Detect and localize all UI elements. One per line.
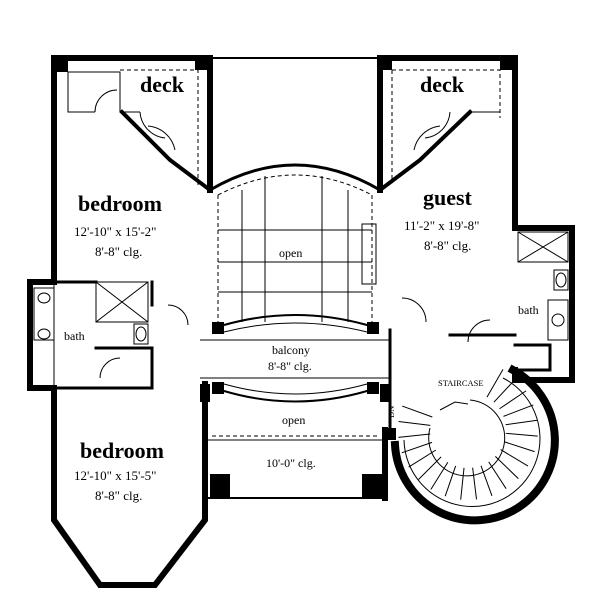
stair-tread xyxy=(499,390,527,410)
stair-tag: DN xyxy=(386,406,396,418)
stair-tread xyxy=(494,456,519,479)
deck-right-label: deck xyxy=(420,72,465,97)
bedroom-upper-size: 12'-10" x 15'-2" xyxy=(74,224,156,239)
bedroom-upper-label: bedroom xyxy=(78,191,162,216)
stair-tread xyxy=(472,467,478,500)
deck-outlines xyxy=(67,69,501,185)
stair-tread xyxy=(460,467,465,500)
balcony-label: balcony xyxy=(272,343,310,357)
stair-tread xyxy=(401,441,433,454)
open-lower-label: open xyxy=(282,413,305,427)
stair-tread xyxy=(505,419,538,426)
balcony-ceiling: 8'-8" clg. xyxy=(268,359,312,373)
stair-tread xyxy=(480,465,493,496)
door-swings xyxy=(94,89,491,379)
wall-blocks xyxy=(54,58,515,498)
guest-label: guest xyxy=(423,185,473,210)
stair-tread xyxy=(488,461,507,489)
right-bath-fixtures xyxy=(513,231,569,372)
stair-tread xyxy=(408,449,437,468)
spiral-staircase xyxy=(388,328,559,525)
deck-left-label: deck xyxy=(140,72,185,97)
stair-tread xyxy=(486,369,504,398)
stair-tread xyxy=(503,404,534,417)
bedroom-upper-ceiling: 8'-8" clg. xyxy=(95,244,142,259)
stair-tread xyxy=(398,433,431,438)
stair-tread xyxy=(444,465,457,497)
angled-walls xyxy=(119,109,500,193)
stair-tread xyxy=(398,420,431,426)
guest-ceiling: 8'-8" clg. xyxy=(424,238,471,253)
stair-tread xyxy=(500,449,529,467)
bath-right-label: bath xyxy=(518,303,539,317)
left-bath-fixtures xyxy=(33,280,154,390)
balcony-structure xyxy=(200,314,390,441)
staircase-label: STAIRCASE xyxy=(438,378,484,388)
open-vault xyxy=(207,163,383,322)
guest-size: 11'-2" x 19'-8" xyxy=(404,218,479,233)
stair-tread xyxy=(505,432,538,437)
stair-tread xyxy=(418,456,442,480)
stair-tread xyxy=(503,441,535,453)
bath-left-label: bath xyxy=(64,329,85,343)
bedroom-lower-label: bedroom xyxy=(80,438,164,463)
bedroom-lower-size: 12'-10" x 15'-5" xyxy=(74,468,156,483)
open-upper-label: open xyxy=(279,246,302,260)
bedroom-lower-ceiling: 8'-8" clg. xyxy=(95,488,142,503)
stair-tread xyxy=(493,378,517,403)
stair-tread xyxy=(402,405,433,418)
hall-lower-ceiling: 10'-0" clg. xyxy=(266,456,316,470)
stair-tread xyxy=(430,461,449,490)
